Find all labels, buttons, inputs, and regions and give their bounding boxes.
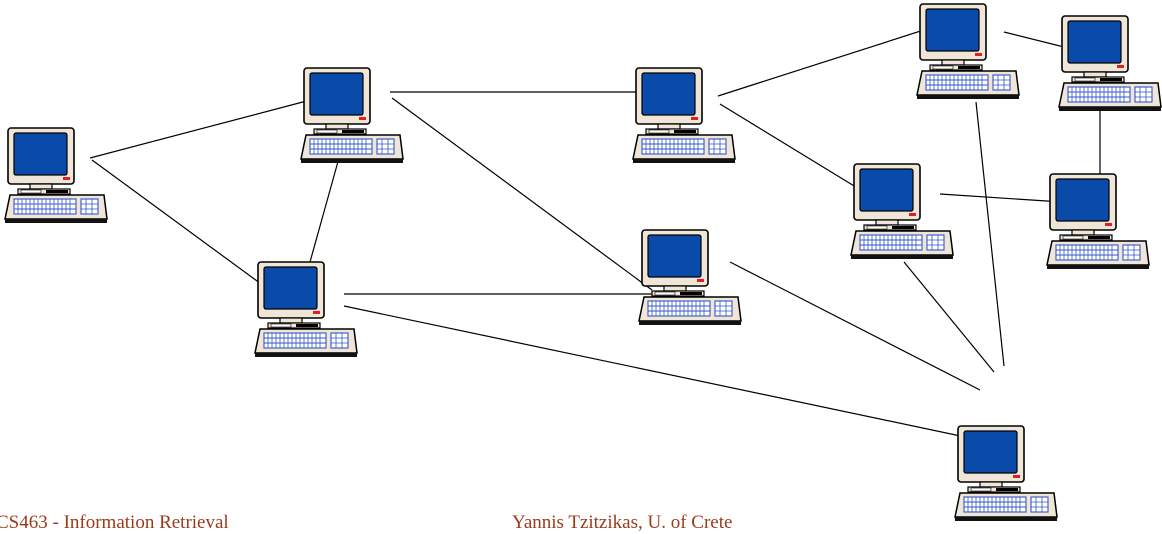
link	[391, 97, 653, 291]
computer-icon	[638, 229, 742, 326]
link	[717, 27, 931, 97]
link	[343, 305, 971, 439]
footer-course-title: CS463 - Information Retrieval	[0, 512, 229, 533]
link	[719, 103, 865, 193]
link	[89, 97, 319, 159]
computer-icon	[632, 67, 736, 164]
link	[975, 101, 1005, 367]
computer-icon	[850, 163, 954, 260]
computer-icon	[954, 425, 1058, 522]
network-nodes	[4, 3, 1162, 522]
link	[91, 159, 273, 293]
computer-icon	[1058, 15, 1162, 112]
computer-icon	[300, 67, 404, 164]
computer-icon	[254, 261, 358, 358]
computer-icon	[1046, 173, 1150, 270]
footer-author: Yannis Tzitzikas, U. of Crete	[512, 512, 733, 533]
link	[903, 261, 995, 373]
computer-icon	[916, 3, 1020, 100]
computer-icon	[4, 127, 108, 224]
link	[939, 193, 1063, 203]
link	[729, 261, 981, 391]
